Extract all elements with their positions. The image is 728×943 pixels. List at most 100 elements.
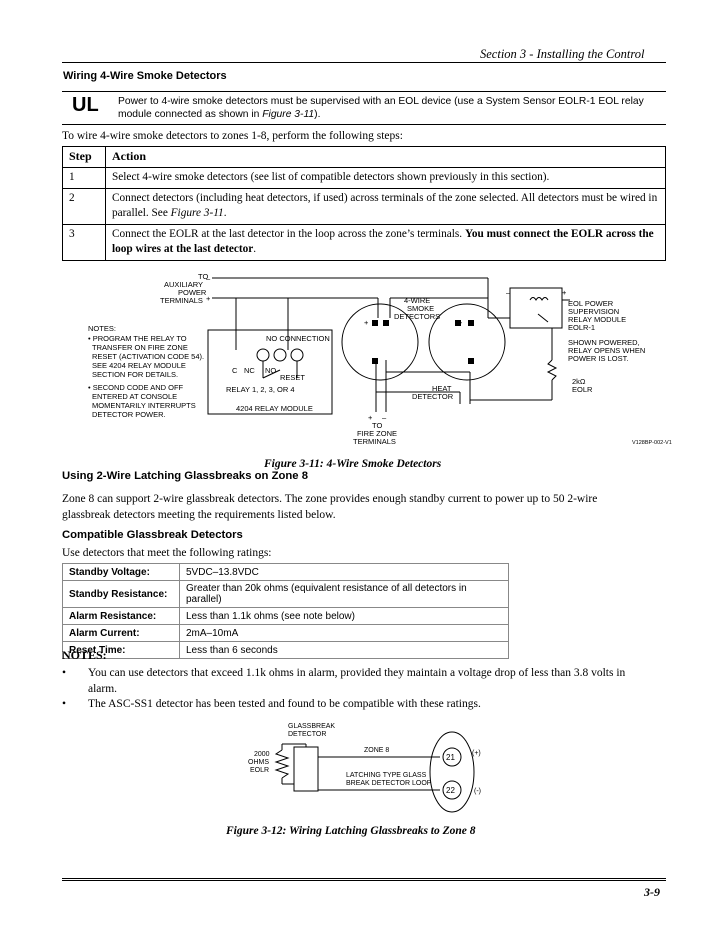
terminal-c: C — [232, 366, 238, 375]
rating-value: Less than 6 seconds — [179, 641, 509, 659]
note1-line: SEE 4204 RELAY MODULE — [92, 361, 186, 370]
shown-powered-label: RELAY OPENS WHEN — [568, 346, 645, 355]
rating-key: Standby Resistance: — [62, 580, 180, 608]
smoke1-plus: + — [364, 318, 369, 327]
note1-line: SECTION FOR DETAILS. — [92, 370, 178, 379]
aux-label-1: TO — [198, 272, 208, 281]
table-row: 1 Select 4-wire smoke detectors (see lis… — [62, 167, 666, 189]
shown-powered-label: SHOWN POWERED, — [568, 338, 640, 347]
steps-col-step: Step — [62, 146, 106, 168]
ul-bottom-rule — [62, 124, 666, 125]
note1-line: TRANSFER ON FIRE ZONE — [92, 343, 188, 352]
figure-3-11-caption: Figure 3-11: 4-Wire Smoke Detectors — [264, 458, 442, 470]
eolr-label: EOLR — [572, 385, 593, 394]
rating-value: 5VDC–13.8VDC — [179, 563, 509, 581]
eol-plus: + — [562, 288, 567, 297]
note-line: alarm. — [88, 683, 118, 695]
compatible-glassbreak-heading: Compatible Glassbreak Detectors — [62, 529, 243, 541]
step-action: Connect detectors (including heat detect… — [105, 188, 666, 225]
section-header: Section 3 - Installing the Control — [480, 47, 645, 61]
eolr-ohms-label: OHMS — [248, 759, 269, 766]
terminal-no: NO — [265, 366, 276, 375]
smoke-label: SMOKE — [407, 304, 434, 313]
note-item: • You can use detectors that exceed 1.1k… — [62, 665, 668, 697]
aux-minus: – — [206, 274, 211, 283]
step-action: Select 4-wire smoke detectors (see list … — [105, 167, 666, 189]
terminal-22: 22 — [446, 786, 455, 795]
note2-line: • SECOND CODE AND OFF — [88, 383, 184, 392]
notes-heading: NOTES: — [62, 648, 107, 662]
ohm-label: 2kΩ — [572, 377, 586, 386]
ul-note-line1: Power to 4-wire smoke detectors must be … — [118, 96, 644, 107]
figure-code: V128BP-002-V1 — [632, 440, 672, 446]
glassbreak-label: GLASSBREAK — [288, 723, 335, 730]
ratings-table: Standby Voltage:5VDC–13.8VDC Standby Res… — [62, 563, 509, 659]
bullet-dot: • — [62, 667, 67, 679]
table-row: Standby Voltage:5VDC–13.8VDC — [62, 563, 509, 581]
fz-minus: – — [382, 413, 387, 422]
rating-key: Standby Voltage: — [62, 563, 180, 581]
note-text: The ASC-SS1 detector has been tested and… — [88, 698, 481, 710]
heat-label: HEAT — [432, 384, 452, 393]
loop-label: BREAK DETECTOR LOOP — [346, 780, 432, 787]
table-row: Alarm Current:2mA–10mA — [62, 624, 509, 642]
aux-plus: + — [206, 294, 211, 303]
note2-line: DETECTOR POWER. — [92, 410, 166, 419]
steps-intro: To wire 4-wire smoke detectors to zones … — [62, 130, 403, 142]
footer-rule-2 — [62, 880, 666, 881]
note-item: • The ASC-SS1 detector has been tested a… — [62, 696, 668, 712]
ul-logo: UL — [72, 94, 99, 116]
fire-zone-label: FIRE ZONE — [357, 429, 397, 438]
figure-3-11-diagram: TO AUXILIARY POWER TERMINALS – + NOTES: … — [88, 272, 672, 446]
aux-label-2: AUXILIARY — [164, 280, 203, 289]
smoke-label: DETECTORS — [394, 312, 440, 321]
smoke-label: 4-WIRE — [404, 296, 430, 305]
footer-rule — [62, 878, 666, 879]
reset-label: RESET — [280, 373, 305, 382]
glassbreak-label: DETECTOR — [288, 731, 326, 738]
rating-value: Greater than 20k ohms (equivalent resist… — [179, 580, 509, 608]
table-row: Standby Resistance:Greater than 20k ohms… — [62, 580, 509, 608]
fire-zone-label: TERMINALS — [353, 437, 396, 446]
note2-line: ENTERED AT CONSOLE — [92, 392, 177, 401]
ul-note: Power to 4-wire smoke detectors must be … — [118, 95, 668, 121]
fz-plus: + — [368, 413, 373, 422]
note1-line: • PROGRAM THE RELAY TO — [88, 334, 187, 343]
fire-zone-label: TO — [372, 421, 382, 430]
eol-minus: – — [506, 288, 511, 297]
ul-note-line2: module connected as shown in Figure 3-11… — [118, 109, 321, 120]
terminal-21: 21 — [446, 753, 455, 762]
note1-line: RESET (ACTIVATION CODE 54). — [92, 352, 204, 361]
table-row: 2 Connect detectors (including heat dete… — [62, 188, 666, 225]
eol-label: EOL POWER — [568, 299, 614, 308]
header-rule — [62, 62, 666, 63]
no-connection-label: NO CONNECTION — [266, 334, 330, 343]
eolr-ohms-label: EOLR — [250, 767, 269, 774]
steps-header-row: Step Action — [62, 146, 666, 168]
rating-value: Less than 1.1k ohms (see note below) — [179, 607, 509, 625]
eol-label: SUPERVISION — [568, 307, 619, 316]
table-row: Reset Time:Less than 6 seconds — [62, 641, 509, 659]
step-number: 2 — [62, 188, 106, 225]
table-row: Alarm Resistance:Less than 1.1k ohms (se… — [62, 607, 509, 625]
steps-table: Step Action 1 Select 4-wire smoke detect… — [62, 146, 666, 261]
notes-title: NOTES: — [88, 324, 116, 333]
loop-label: LATCHING TYPE GLASS — [346, 772, 427, 779]
step-number: 3 — [62, 224, 106, 261]
glassbreak-paragraph: Zone 8 can support 2-wire glassbreak det… — [62, 491, 672, 523]
note-text: You can use detectors that exceed 1.1k o… — [88, 665, 668, 697]
rating-key: Alarm Current: — [62, 624, 180, 642]
steps-col-action: Action — [105, 146, 666, 168]
relay-module-label: 4204 RELAY MODULE — [236, 404, 313, 413]
eol-label: RELAY MODULE — [568, 315, 626, 324]
relay-label: RELAY 1, 2, 3, OR 4 — [226, 385, 295, 394]
rating-value: 2mA–10mA — [179, 624, 509, 642]
shown-powered-label: POWER IS LOST. — [568, 354, 628, 363]
note2-line: MOMENTARILY INTERRUPTS — [92, 401, 196, 410]
table-row: 3 Connect the EOLR at the last detector … — [62, 224, 666, 261]
note-line: You can use detectors that exceed 1.1k o… — [88, 667, 626, 679]
section-heading-glassbreak: Using 2-Wire Latching Glassbreaks on Zon… — [62, 470, 308, 482]
figure-3-12-diagram: GLASSBREAK DETECTOR 2000 OHMS EOLR ZONE … — [248, 723, 481, 813]
glassbreak-line1: Zone 8 can support 2-wire glassbreak det… — [62, 493, 598, 505]
heat-label: DETECTOR — [412, 392, 454, 401]
